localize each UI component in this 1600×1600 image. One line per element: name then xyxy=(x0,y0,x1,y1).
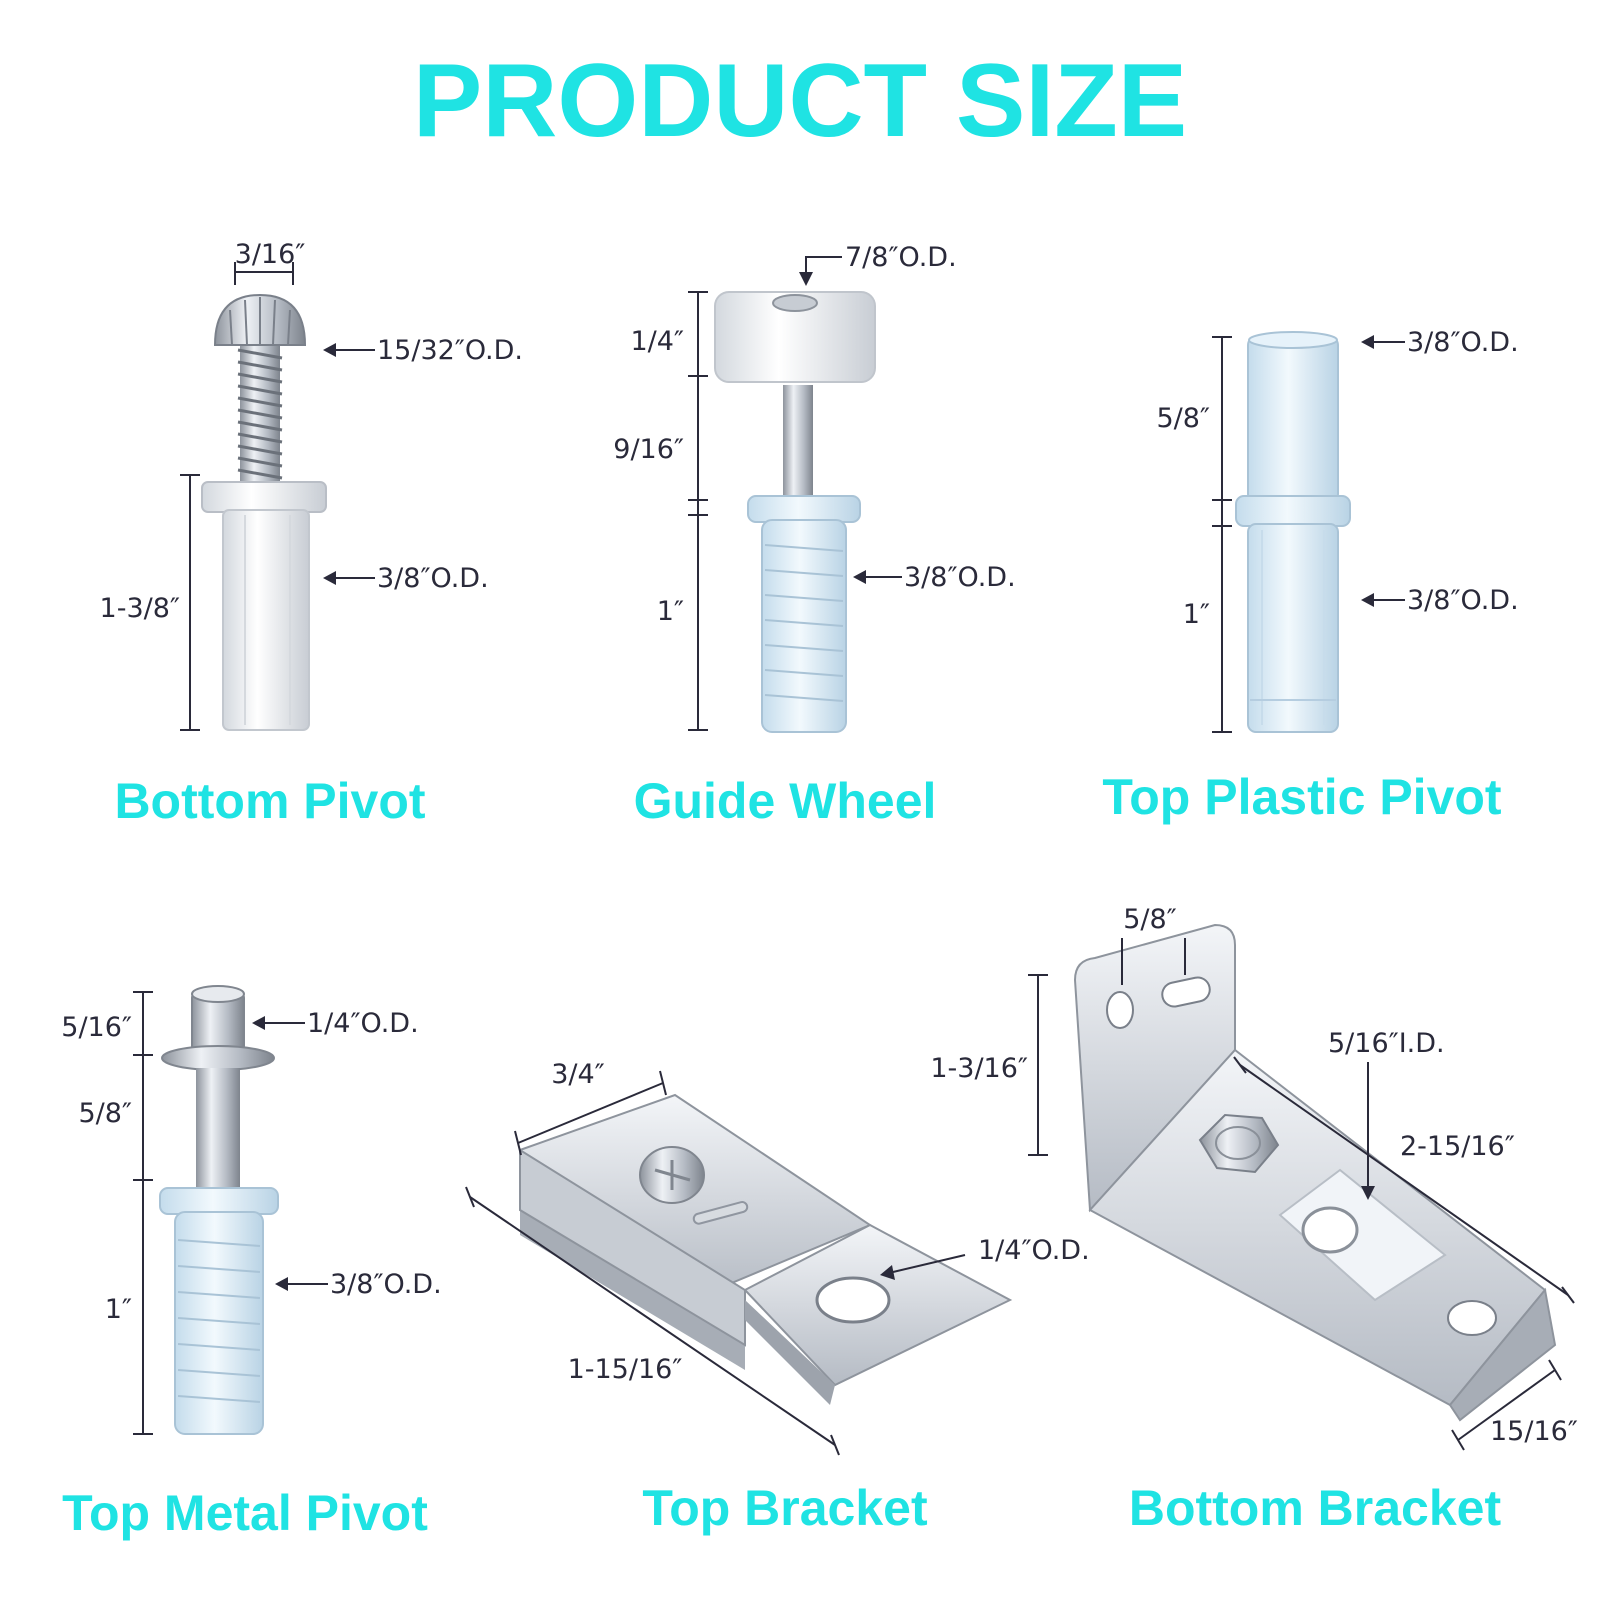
top-plastic-pivot-label: Top Plastic Pivot xyxy=(1102,769,1501,825)
top-metal-pivot-illustration xyxy=(159,985,279,1435)
bottom-pivot-dim-head-width: 3/16″ xyxy=(235,239,306,270)
guide-wheel-dim-body-od: 3/8″O.D. xyxy=(904,562,1016,593)
bottom-bracket-dim-hole-spacing: 5/8″ xyxy=(1123,904,1177,935)
top-metal-pivot-dim-shaft: 5/8″ xyxy=(78,1098,132,1129)
top-bracket-illustration xyxy=(519,1093,1013,1405)
top-bracket-dim-length: 1-15/16″ xyxy=(568,1354,683,1385)
bottom-pivot-label: Bottom Pivot xyxy=(114,773,425,829)
top-metal-pivot-dim-pin-length: 5/16″ xyxy=(61,1012,132,1043)
bottom-pivot-dim-body-od: 3/8″O.D. xyxy=(377,563,489,594)
top-metal-pivot-dim-pin-od: 1/4″O.D. xyxy=(307,1008,419,1039)
bottom-pivot-dim-head-od: 15/32″O.D. xyxy=(377,335,523,366)
top-bracket-label: Top Bracket xyxy=(642,1480,928,1536)
bottom-bracket-label: Bottom Bracket xyxy=(1129,1480,1502,1536)
top-metal-pivot-label: Top Metal Pivot xyxy=(62,1485,428,1541)
top-plastic-pivot-dim-body-length: 1″ xyxy=(1183,599,1210,630)
bottom-bracket-illustration xyxy=(1073,923,1557,1422)
bottom-pivot-illustration xyxy=(201,293,327,731)
top-plastic-pivot-illustration xyxy=(1235,331,1351,733)
page-title: PRODUCT SIZE xyxy=(413,43,1187,159)
top-bracket-dim-hole-od: 1/4″O.D. xyxy=(978,1235,1090,1266)
bottom-bracket-dim-width: 15/16″ xyxy=(1490,1416,1578,1447)
top-metal-pivot-dim-body-od: 3/8″O.D. xyxy=(330,1269,442,1300)
guide-wheel-dim-wheel-od: 7/8″O.D. xyxy=(845,242,957,273)
guide-wheel-dim-body-length: 1″ xyxy=(657,596,684,627)
bottom-bracket-dim-flange-height: 1-3/16″ xyxy=(930,1053,1028,1084)
bottom-bracket-dim-length: 2-15/16″ xyxy=(1400,1131,1515,1162)
guide-wheel-dim-wheel-height: 1/4″ xyxy=(630,326,684,357)
top-metal-pivot-dim-body-length: 1″ xyxy=(105,1294,132,1325)
bottom-bracket-dim-bolt-id: 5/16″I.D. xyxy=(1328,1028,1445,1059)
guide-wheel-label: Guide Wheel xyxy=(634,773,937,829)
guide-wheel-illustration xyxy=(714,291,876,733)
top-bracket-dim-width: 3/4″ xyxy=(551,1059,605,1090)
top-plastic-pivot-dim-body-od: 3/8″O.D. xyxy=(1407,585,1519,616)
guide-wheel-dim-shaft: 9/16″ xyxy=(613,434,684,465)
bottom-pivot-dim-length: 1-3/8″ xyxy=(100,593,180,624)
top-plastic-pivot-dim-top-length: 5/8″ xyxy=(1156,403,1210,434)
top-plastic-pivot-dim-top-od: 3/8″O.D. xyxy=(1407,327,1519,358)
